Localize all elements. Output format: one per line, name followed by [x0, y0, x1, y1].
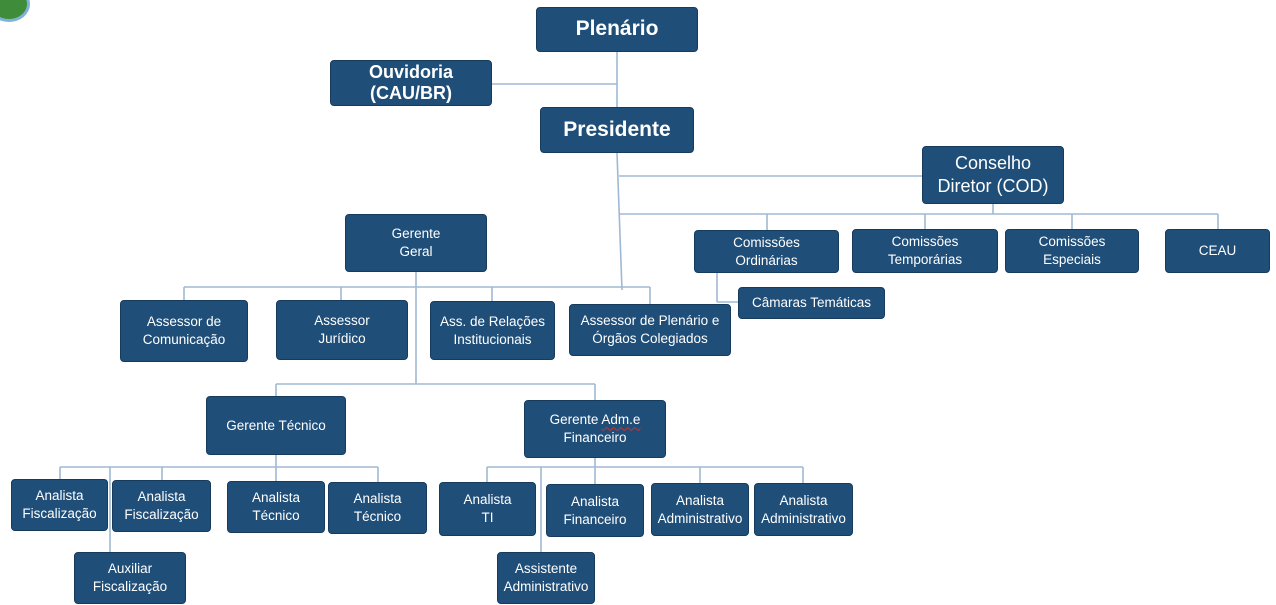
node-label: Analista Técnico [353, 491, 402, 524]
node-presidente[interactable]: Presidente [540, 107, 694, 153]
node-auxiliar-fiscalizacao[interactable]: Auxiliar Fiscalização [74, 552, 186, 604]
node-label: Analista Técnico [251, 490, 301, 523]
node-label: Assessor de Comunicação [142, 314, 226, 347]
node-comissoes-ordinarias[interactable]: Comissões Ordinárias [694, 230, 839, 273]
node-analista-administrativo-2[interactable]: Analista Administrativo [754, 483, 853, 536]
node-ceau[interactable]: CEAU [1165, 229, 1270, 273]
node-label: Assessor de Plenário e Órgãos Colegiados [580, 313, 720, 346]
node-ass-relacoes-institucionais[interactable]: Ass. de Relações Institucionais [430, 301, 555, 360]
node-label: Analista Financeiro [563, 493, 627, 527]
node-label: Assistente Administrativo [503, 561, 589, 594]
node-analista-tecnico-1[interactable]: Analista Técnico [227, 481, 325, 533]
node-label: CEAU [1198, 243, 1237, 259]
node-label: Ouvidoria (CAU/BR) [368, 62, 453, 103]
node-label: Ass. de Relações Institucionais [439, 313, 546, 347]
node-camaras-tematicas[interactable]: Câmaras Temáticas [738, 287, 885, 319]
node-label: Analista Administrativo [657, 492, 743, 526]
node-analista-fiscalizacao-1[interactable]: Analista Fiscalização [11, 479, 108, 531]
node-gerente-tecnico[interactable]: Gerente Técnico [206, 396, 346, 455]
node-analista-financeiro[interactable]: Analista Financeiro [546, 484, 644, 537]
node-label: Plenário [575, 17, 659, 41]
node-label: Gerente Técnico [226, 417, 326, 433]
node-assessor-plenario[interactable]: Assessor de Plenário e Órgãos Colegiados [569, 304, 731, 356]
node-label: Auxiliar Fiscalização [92, 561, 168, 594]
node-label: Conselho Diretor (COD) [937, 152, 1049, 196]
node-label: Assessor Jurídico [314, 313, 370, 346]
node-plenario[interactable]: Plenário [536, 7, 698, 52]
node-label-part: Gerente [549, 412, 602, 428]
node-gerente-geral[interactable]: Gerente Geral [345, 214, 487, 272]
node-assessor-comunicacao[interactable]: Assessor de Comunicação [120, 300, 248, 362]
node-analista-administrativo-1[interactable]: Analista Administrativo [651, 483, 749, 536]
node-label: Comissões Especiais [1038, 234, 1106, 267]
node-comissoes-especiais[interactable]: Comissões Especiais [1005, 229, 1139, 273]
node-comissoes-temporarias[interactable]: Comissões Temporárias [852, 229, 998, 273]
node-assessor-juridico[interactable]: Assessor Jurídico [276, 300, 408, 360]
node-label: Comissões Ordinárias [733, 234, 800, 268]
node-label: Câmaras Temáticas [751, 295, 872, 311]
connector [616, 152, 623, 291]
node-label: Analista Administrativo [761, 492, 846, 526]
node-label: Comissões Temporárias [887, 234, 963, 267]
node-analista-ti[interactable]: Analista TI [439, 482, 536, 536]
node-label: Presidente [563, 117, 671, 141]
node-conselho-diretor[interactable]: Conselho Diretor (COD) [922, 146, 1064, 204]
node-label-part: Adm.e [601, 412, 641, 428]
node-label: Analista TI [463, 492, 512, 525]
node-analista-tecnico-2[interactable]: Analista Técnico [328, 482, 427, 534]
node-label-part: Financeiro [563, 430, 627, 445]
node-label: Gerente Geral [391, 226, 441, 259]
node-label: Analista Fiscalização [22, 488, 97, 521]
node-assistente-administrativo[interactable]: Assistente Administrativo [497, 552, 595, 604]
node-label: Analista Fiscalização [124, 489, 199, 522]
node-analista-fiscalizacao-2[interactable]: Analista Fiscalização [112, 480, 211, 532]
node-ouvidoria[interactable]: Ouvidoria (CAU/BR) [330, 60, 492, 106]
